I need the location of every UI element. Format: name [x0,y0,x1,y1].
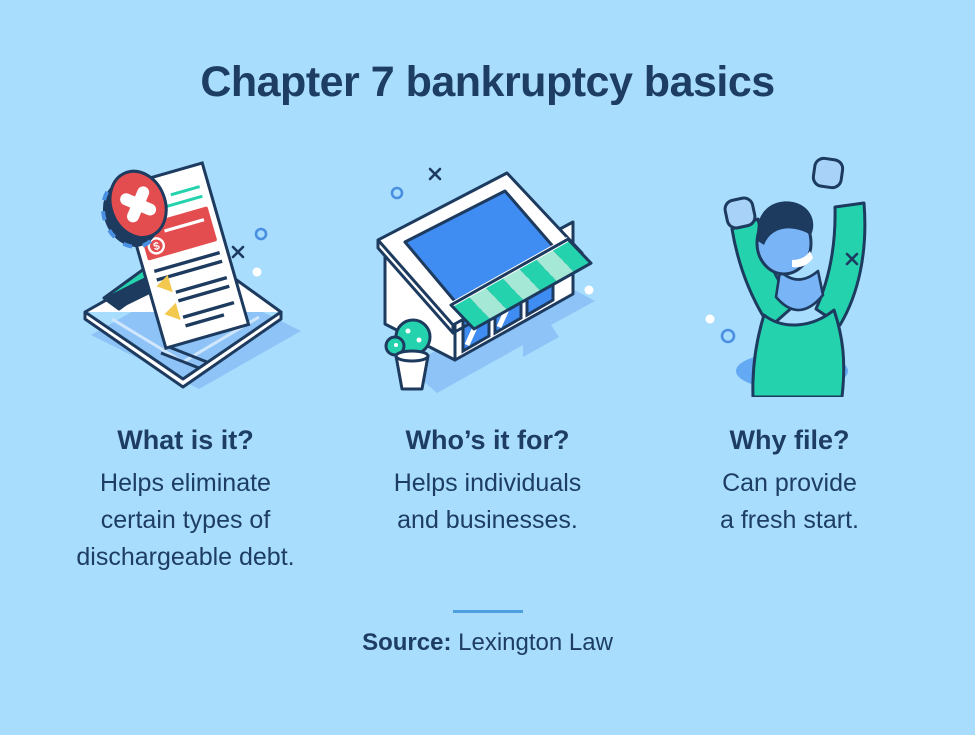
sparkle-dot-icon [705,314,714,324]
person-fists [723,156,844,230]
source-line: Source: Lexington Law [0,629,975,657]
body-line: Can provide [722,469,857,497]
sparkle-dot-icon [252,267,261,277]
celebrating-person-icon [705,156,866,397]
column-body: Helps individuals and businesses. [394,465,582,539]
smile-icon [791,251,813,268]
dollar-sign-icon: $ [151,240,160,253]
awning [449,237,592,331]
column-what-is-it: $ [46,147,326,576]
rejected-coin-icon [100,169,168,249]
warning-triangle-icon [163,302,181,320]
warning-triangle-icon [155,274,173,293]
sparkle-x-icon [231,245,244,259]
sparkle-circle-icon [254,227,267,241]
columns-row: $ [0,147,975,576]
column-heading: What is it? [117,425,254,455]
column-whos-it-for: Who’s it for? Helps individuals and busi… [348,147,628,576]
sparkle-x-icon [428,167,441,181]
body-line: a fresh start. [720,506,859,534]
column-why-file: Why file? Can provide a fresh start. [650,147,930,576]
potted-plant-icon [384,318,431,391]
sparkle-x-icon [845,252,858,266]
column-body: Can provide a fresh start. [720,465,859,539]
column-heading: Why file? [729,425,850,455]
body-line: Helps eliminate [100,469,271,497]
person-body [730,201,866,397]
source-value: Lexington Law [451,629,613,656]
sparkle-circle-icon [720,328,735,344]
body-line: certain types of [100,506,271,534]
column-body: Helps eliminate certain types of dischar… [76,465,294,576]
storefront-illustration [348,147,628,397]
person-head [755,201,813,276]
celebrating-person-illustration [650,147,930,397]
sparkle-circle-icon [390,186,403,200]
storefront-icon [376,167,595,393]
page-title: Chapter 7 bankruptcy basics [200,58,775,106]
laptop-rejected-document-icon: $ [83,161,301,389]
laptop-rejected-document-illustration: $ [46,147,326,397]
body-line: dischargeable debt. [76,543,295,571]
column-heading: Who’s it for? [405,425,570,455]
shadow-shape [406,287,595,393]
sparkle-dot-icon [584,285,593,295]
body-line: and businesses. [397,506,578,534]
body-line: Helps individuals [393,469,582,497]
source-label: Source: [362,629,452,656]
divider-line [452,610,523,613]
